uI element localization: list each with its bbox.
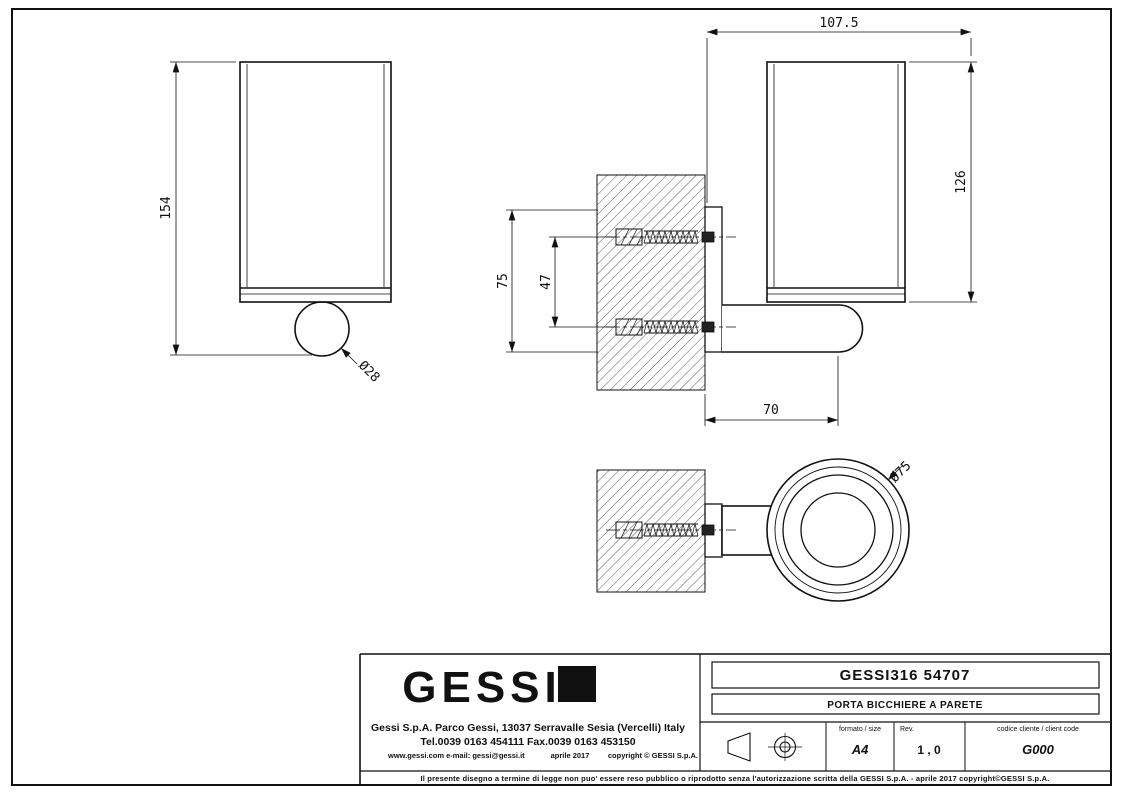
legal-note: Il presente disegno a termine di legge n…	[420, 774, 1049, 783]
rev-label: Rev.	[900, 726, 914, 733]
arm-side	[722, 304, 864, 353]
client-code-value: G000	[1022, 742, 1055, 757]
dim-cup-height: 126	[909, 61, 977, 303]
rev-value: 1 , 0	[917, 743, 941, 757]
projection-symbol-icon	[727, 732, 802, 762]
company-phone: Tel.0039 0163 454111 Fax.0039 0163 45315…	[420, 736, 635, 748]
dim-107-5: 107.5	[819, 16, 858, 31]
drawing-code: GESSI316 54707	[840, 667, 971, 684]
dim-126: 126	[954, 170, 969, 193]
company-copyright: copyright © GESSI S.p.A.	[608, 751, 698, 760]
dim-154: 154	[159, 196, 174, 220]
dim-screw-spacing: 47	[539, 236, 614, 328]
dim-o28: Ø28	[355, 358, 382, 385]
dim-knob-diameter: Ø28	[340, 347, 382, 385]
front-view: 154 Ø28	[159, 61, 392, 385]
company-address: Gessi S.p.A. Parco Gessi, 13037 Serraval…	[371, 722, 685, 734]
format-value: A4	[851, 742, 869, 757]
drawing-title: PORTA BICCHIERE A PARETE	[827, 700, 983, 711]
gessi-logo-text: GESSI	[402, 663, 562, 712]
cup-side	[766, 61, 906, 303]
dim-cup-diameter: Ø75	[887, 459, 914, 486]
dim-o75: Ø75	[887, 459, 914, 486]
gessi-logo-square	[558, 666, 596, 702]
format-label: formato / size	[839, 726, 881, 733]
company-web: www.gessi.com e-mail: gessi@gessi.it	[387, 751, 525, 760]
side-view: 107.5 126 75 47 70	[496, 16, 977, 426]
cup-outer-circle	[766, 458, 910, 602]
client-code-label: codice cliente / client code	[997, 726, 1079, 733]
dim-front-height: 154	[159, 61, 312, 356]
title-block: GESSI Gessi S.p.A. Parco Gessi, 13037 Se…	[359, 653, 1111, 785]
arm-top	[721, 505, 775, 556]
top-view: Ø75	[596, 458, 914, 602]
wall-section-side	[596, 174, 706, 391]
dim-total-depth: 107.5	[706, 16, 972, 203]
knob-ball	[294, 301, 350, 357]
wall-plate-side	[704, 206, 723, 353]
dim-arm-length: 70	[704, 356, 839, 426]
gessi-logo: GESSI	[402, 663, 596, 712]
dim-plate-height: 75	[496, 209, 598, 353]
dim-70: 70	[763, 403, 779, 418]
dim-47: 47	[539, 274, 554, 290]
sheet-border	[11, 8, 1112, 786]
company-date: aprile 2017	[551, 751, 590, 760]
dim-75: 75	[496, 273, 511, 289]
